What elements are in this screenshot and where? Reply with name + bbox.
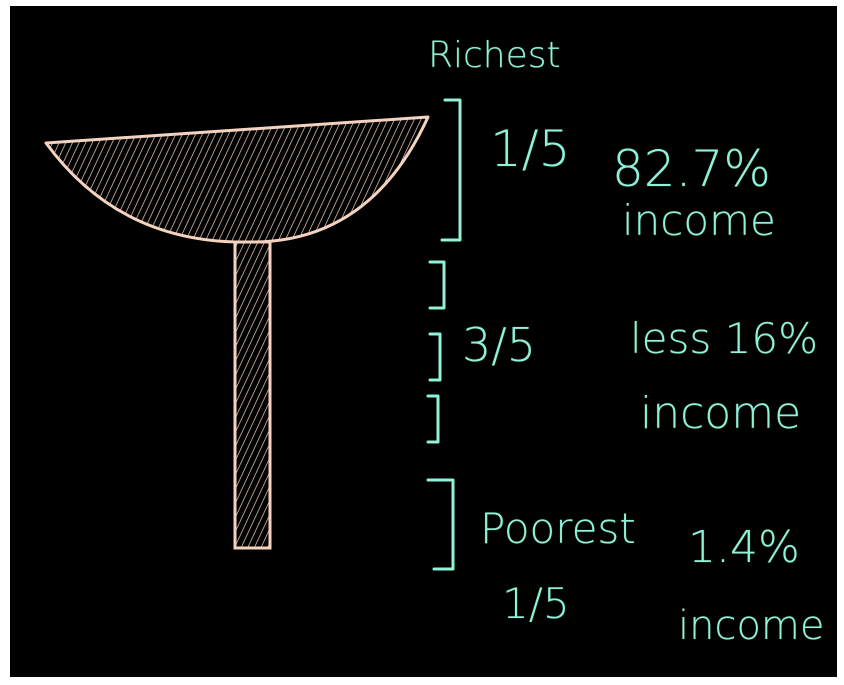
top-share: 82.7% — [612, 140, 771, 198]
bracket-mid-2 — [428, 332, 442, 382]
bracket-mid-3 — [426, 394, 440, 444]
middle-fraction: 3/5 — [462, 318, 537, 372]
top-income: income — [622, 196, 776, 245]
middle-share: less 16% — [630, 314, 818, 363]
glass-stem — [233, 240, 272, 550]
bottom-share: 1.4% — [688, 522, 800, 573]
brackets — [426, 98, 462, 571]
poorest-label: Poorest — [480, 504, 636, 553]
bottom-income: income — [678, 603, 825, 649]
bracket-top — [440, 98, 462, 242]
bracket-bottom — [426, 478, 455, 571]
bottom-fraction: 1/5 — [502, 579, 570, 628]
champagne-glass-drawing — [44, 115, 430, 550]
top-fraction: 1/5 — [490, 120, 571, 178]
bracket-mid-1 — [428, 260, 446, 310]
richest-label: Richest — [428, 35, 561, 76]
blackboard: Richest 1/5 82.7% income 3/5 less 16% in… — [10, 6, 837, 677]
middle-income: income — [640, 388, 802, 439]
